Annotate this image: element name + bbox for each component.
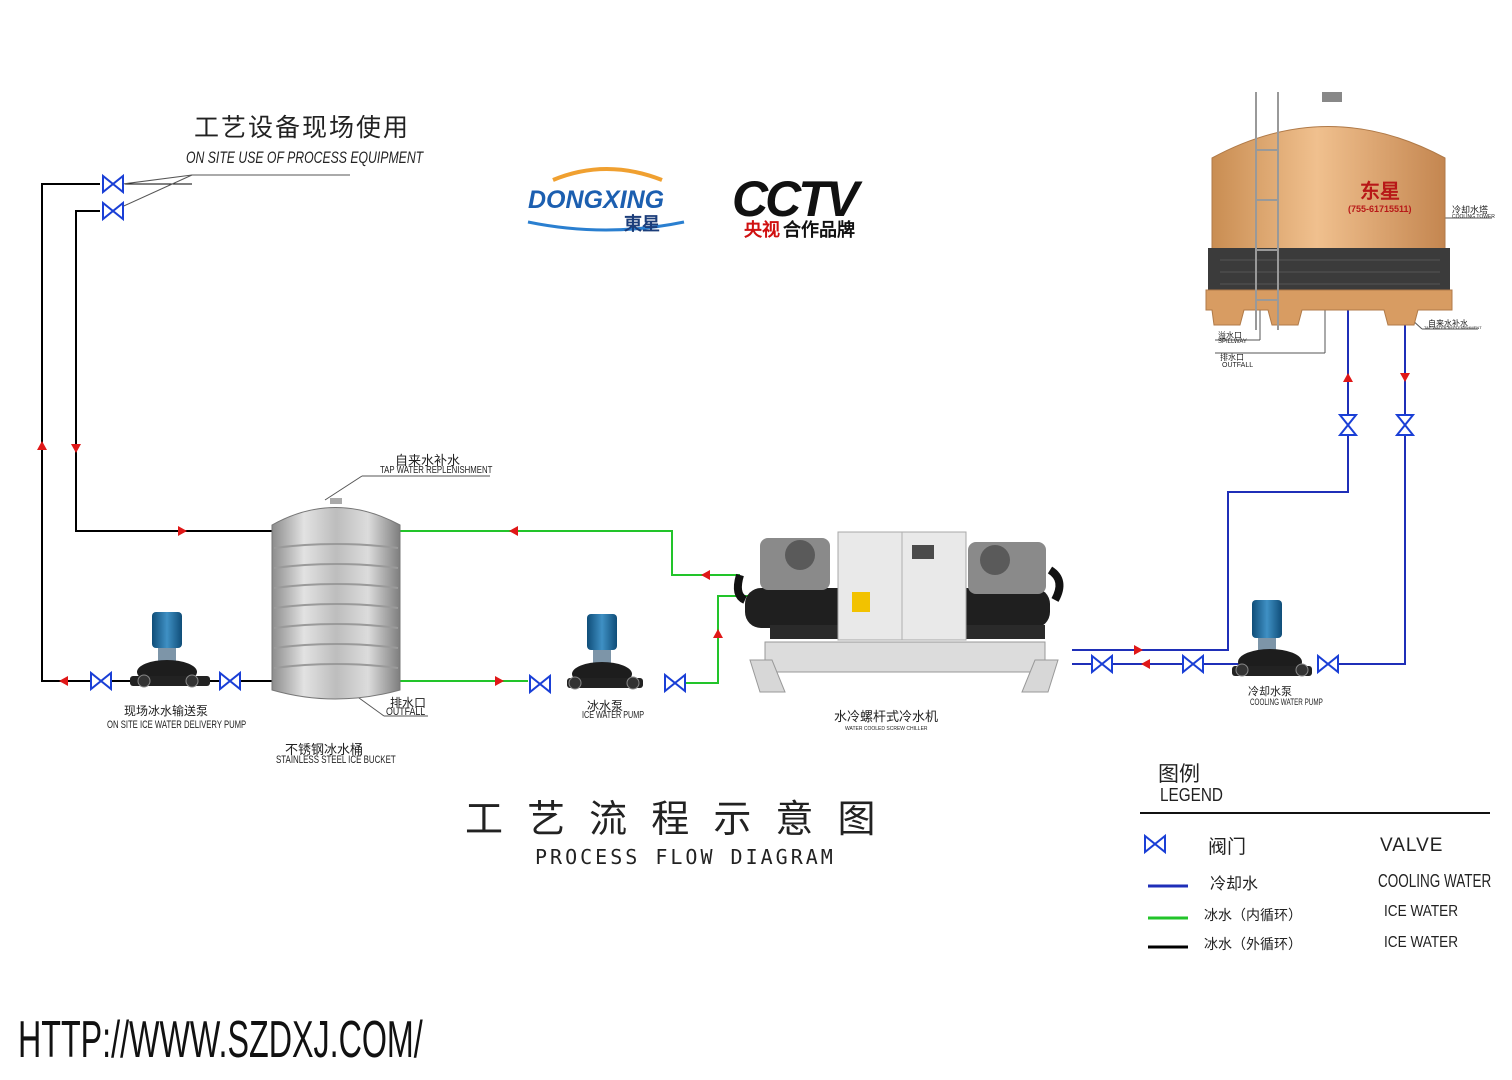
process-equipment-label-en: ON SITE USE OF PROCESS EQUIPMENT <box>186 148 424 167</box>
legend-valve-cn: 阀门 <box>1208 836 1247 858</box>
cctv-logo-text: CCTV <box>732 171 859 227</box>
diagram-title-cn: 工 艺 流 程 示 意 图 <box>465 797 882 841</box>
tower-outfall-label-en: OUTFALL <box>1222 362 1254 369</box>
tower-phone-text: (755-61715511) <box>1348 204 1412 214</box>
valves <box>90 173 1416 695</box>
legend-cooling-en: COOLING WATER <box>1378 871 1492 891</box>
tower-tap-label-cn: 自来水补水 <box>1428 319 1468 328</box>
valve-cool-1 <box>1091 653 1113 675</box>
legend-ice-outer-en: ICE WATER <box>1384 934 1459 951</box>
delivery-pump-label-en: ON SITE ICE WATER DELIVERY PUMP <box>107 719 247 731</box>
stainless-ice-bucket <box>271 498 401 700</box>
cctv-logo-cn-red: 央视 <box>744 220 780 241</box>
valve-delivery-in <box>90 670 112 692</box>
bucket-label-cn: 不锈钢冰水桶 <box>285 743 364 758</box>
cooling-water-pump <box>1232 600 1312 677</box>
valve-cool-3 <box>1317 653 1339 675</box>
tower-label-en: COOLING TOWER <box>1452 214 1495 220</box>
valve-delivery-out <box>219 670 241 692</box>
legend-cooling-cn: 冷却水 <box>1210 874 1259 893</box>
dongxing-logo-mark <box>527 167 685 232</box>
tap-water-label-en: TAP WATER REPLENISHMENT <box>380 465 493 476</box>
ice-pump-label-cn: 冰水泵 <box>587 699 624 713</box>
cooling-pump-label-en: COOLING WATER PUMP <box>1250 697 1323 707</box>
cooling-tower <box>1205 92 1453 330</box>
chiller-label-cn: 水冷螺杆式冷水机 <box>834 710 939 725</box>
process-equipment-label-cn: 工艺设备现场使用 <box>194 113 411 142</box>
tower-tap-label-en: TAP WATER REPLENISHMENT <box>1424 325 1482 330</box>
outfall-label-en: OUTFALL <box>386 706 426 718</box>
valve-cool-2 <box>1182 653 1204 675</box>
tower-label-cn: 冷却水塔 <box>1452 206 1489 216</box>
outfall-label-cn: 排水口 <box>390 696 427 710</box>
flow-arrows <box>37 373 1410 686</box>
legend-ice-inner-cn: 冰水（内循环） <box>1204 908 1302 924</box>
legend-ice-inner-en: ICE WATER <box>1384 903 1459 920</box>
ice-water-pump <box>567 614 643 690</box>
diagram-title-en: PROCESS FLOW DIAGRAM <box>535 845 836 869</box>
ice-water-outer-pipes <box>41 183 278 682</box>
ice-water-inner-pipes <box>398 530 752 684</box>
screw-chiller <box>733 531 1064 693</box>
cctv-logo-cn-black: 合作品牌 <box>783 220 855 241</box>
valve-ice-in <box>529 673 551 695</box>
legend-title-cn: 图例 <box>1158 762 1200 786</box>
valve-tower-right <box>1394 414 1416 436</box>
bucket-label-en: STAINLESS STEEL ICE BUCKET <box>276 754 396 766</box>
website-url: HTTP://WWW.SZDXJ.COM/ <box>18 1011 423 1069</box>
legend-valve-icon <box>1144 833 1166 855</box>
cooling-pump-label-cn: 冷却水泵 <box>1248 685 1292 698</box>
dongxing-logo-cn: 東星 <box>624 214 660 235</box>
valve-process-bottom <box>102 200 124 222</box>
delivery-pump-label-cn: 现场冰水输送泵 <box>124 704 209 718</box>
dongxing-logo-text: DONGXING <box>528 186 665 214</box>
tower-outfall-label-cn: 排水口 <box>1220 353 1244 362</box>
tower-brand-text: 东星 <box>1360 179 1400 203</box>
delivery-pump <box>130 612 210 688</box>
valve-ice-out <box>664 672 686 694</box>
legend-ice-outer-cn: 冰水（外循环） <box>1204 937 1302 953</box>
valve-tower-left <box>1337 414 1359 436</box>
tap-water-label-cn: 自来水补水 <box>395 454 461 469</box>
valve-process-top <box>102 173 124 195</box>
leader-lines <box>114 174 1492 814</box>
ice-pump-label-en: ICE WATER PUMP <box>582 710 645 721</box>
legend-valve-en: VALVE <box>1380 835 1444 856</box>
legend-title-en: LEGEND <box>1160 785 1223 805</box>
chiller-label-en: WATER COOLED SCREW CHILLER <box>845 726 928 732</box>
spillway-label-en: SPILLWAY <box>1218 339 1247 345</box>
legend-symbols <box>1144 833 1188 949</box>
spillway-label-cn: 溢水口 <box>1218 331 1242 340</box>
